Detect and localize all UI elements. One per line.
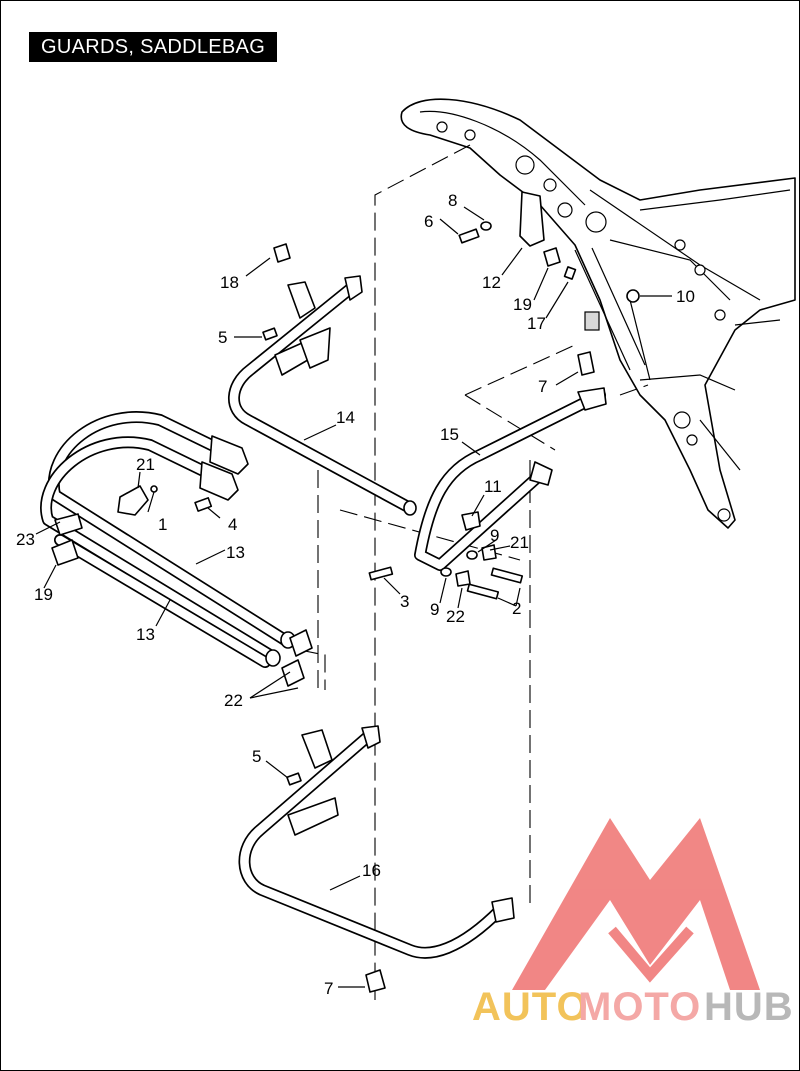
callout-22: 22 [224, 691, 243, 710]
callout-20: 21 [136, 455, 155, 474]
part-15-guard [414, 387, 607, 571]
callout-19: 19 [34, 585, 53, 604]
callout-2: 2 [512, 599, 521, 618]
assembly-lines [299, 144, 649, 1000]
callout-6: 6 [424, 212, 433, 231]
callout-21-upper: 21 [510, 533, 529, 552]
callout-18-right: 19 [513, 295, 532, 314]
diagram-title: GUARDS, SADDLEBAG [29, 32, 278, 62]
callout-23: 23 [16, 530, 35, 549]
callout-11: 11 [484, 477, 502, 496]
fasteners [194, 191, 640, 993]
callout-8: 8 [448, 191, 457, 210]
callout-15: 15 [440, 425, 459, 444]
part-14-guard [228, 275, 417, 516]
callout-16: 16 [362, 861, 381, 880]
callout-10: 10 [676, 287, 695, 306]
callout-5-upper: 5 [218, 328, 227, 347]
part-22-caps [281, 629, 313, 687]
watermark-auto: AUTO [472, 985, 589, 1029]
watermark: AUTO MOTO HUB [472, 818, 794, 1029]
leader-lines [35, 206, 672, 988]
callout-7-upper: 7 [538, 377, 547, 396]
callout-14: 14 [336, 408, 355, 427]
callout-9-lower: 9 [430, 600, 439, 619]
part-16-guard [238, 725, 515, 959]
callout-12: 12 [482, 273, 501, 292]
callout-4: 4 [228, 515, 237, 534]
callout-21-lower: 22 [446, 607, 465, 626]
callouts: 18 5 21 1 4 23 19 13 13 22 14 15 16 5 7 … [16, 191, 695, 998]
callout-18-upper: 18 [220, 273, 239, 292]
callout-7-lower: 7 [324, 979, 333, 998]
motorcycle-frame [400, 98, 796, 529]
callout-3: 3 [400, 592, 409, 611]
watermark-hub: HUB [704, 985, 794, 1029]
callout-17: 17 [527, 314, 546, 333]
clip-brackets [51, 485, 158, 566]
callout-13-upper: 13 [226, 543, 245, 562]
callout-5-lower: 5 [252, 747, 261, 766]
callout-1: 1 [158, 515, 167, 534]
part-13-rails [40, 411, 296, 668]
callout-9-upper: 9 [490, 526, 499, 545]
callout-13-lower: 13 [136, 625, 155, 644]
watermark-logo [512, 818, 760, 995]
watermark-moto: MOTO [578, 985, 701, 1029]
